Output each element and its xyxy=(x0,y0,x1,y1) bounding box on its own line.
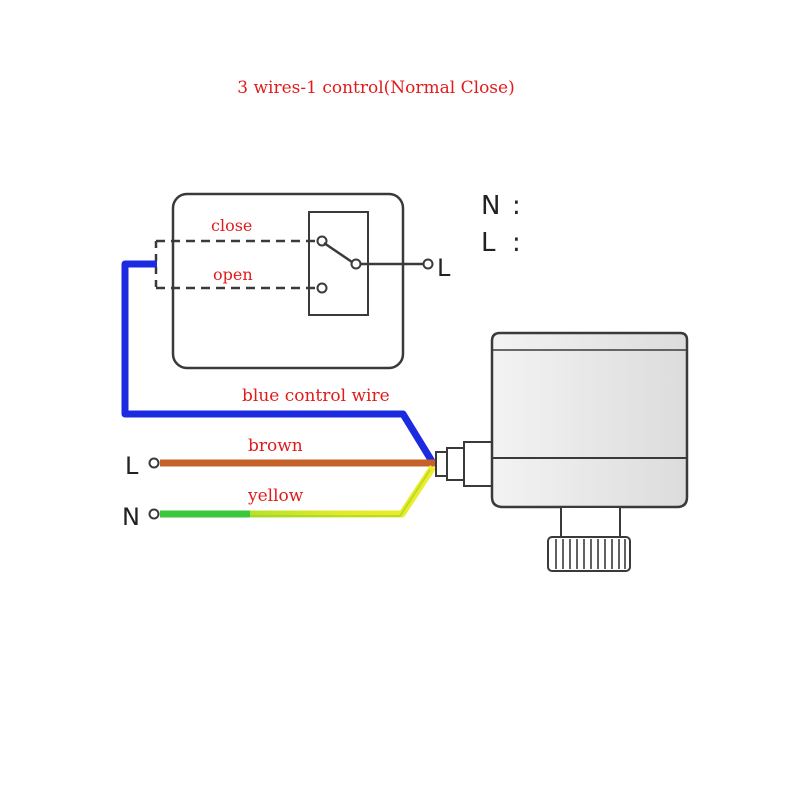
knob-ridges xyxy=(555,539,626,569)
legend-l-label: L xyxy=(481,228,496,258)
legend-n-separator: : xyxy=(512,191,521,221)
switch-l-label: L xyxy=(437,254,451,282)
legend-n-label: N xyxy=(481,191,500,221)
legend-l-separator: : xyxy=(512,228,521,258)
open-contact xyxy=(316,282,328,294)
switch-l-terminal xyxy=(422,258,434,270)
blue-control-wire xyxy=(121,260,436,465)
cable-gland-base xyxy=(463,441,493,487)
switch-blade xyxy=(323,241,353,264)
yellow-wire-green-stripe xyxy=(250,469,431,517)
actuator-knob xyxy=(547,536,631,572)
switch-box: L close open xyxy=(154,192,451,370)
open-label: open xyxy=(213,265,253,284)
close-label: close xyxy=(211,216,252,235)
brown-wire-label: brown xyxy=(248,436,303,456)
common-contact xyxy=(350,258,362,270)
yellow-wire-label: yellow xyxy=(247,486,304,506)
yellow-wire-terminal xyxy=(148,508,160,520)
brown-wire-l-label: L xyxy=(125,452,139,480)
terminal-legend: N : L : xyxy=(481,191,521,258)
actuator-neck xyxy=(560,506,621,539)
brown-wire-terminal xyxy=(148,457,160,469)
cable-gland xyxy=(446,447,466,481)
yellow-wire-n-label: N xyxy=(122,503,140,531)
blue-wire-label: blue control wire xyxy=(242,386,390,406)
page-title: 3 wires-1 control(Normal Close) xyxy=(237,78,514,98)
valve-actuator xyxy=(435,331,689,572)
actuator-body xyxy=(490,331,689,509)
